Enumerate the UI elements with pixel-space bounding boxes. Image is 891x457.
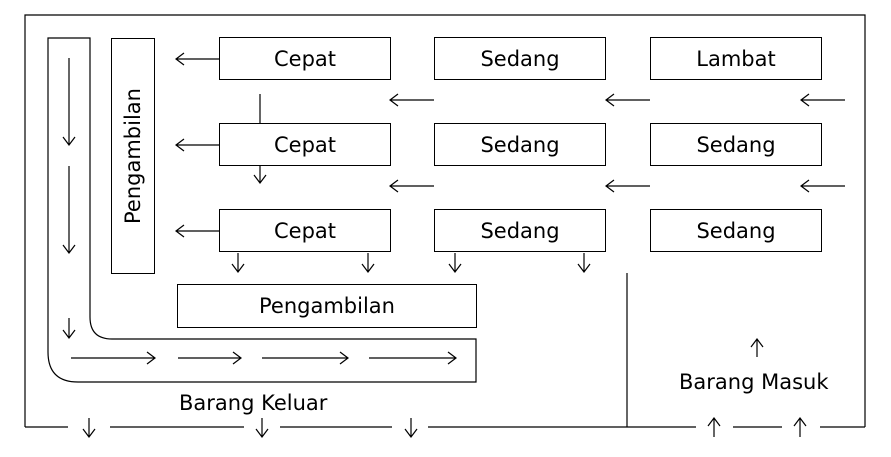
rack-row1-col1: Cepat <box>219 37 391 80</box>
down-arrow-icon <box>255 418 269 438</box>
rack-row1-col2: Sedang <box>434 37 606 80</box>
picking-area-vertical: Pengambilan <box>111 38 155 274</box>
down-arrow-icon <box>404 418 418 438</box>
left-arrow-icon <box>389 179 434 193</box>
down-arrow-icon <box>62 58 76 146</box>
left-arrow-icon <box>389 93 434 107</box>
picking-area-vertical-label: Pengambilan <box>121 88 146 224</box>
up-arrow-icon <box>793 417 807 437</box>
right-arrow-icon <box>262 351 349 365</box>
rack-row1-col3: Lambat <box>650 37 822 80</box>
left-arrow-icon <box>605 93 650 107</box>
down-arrow-icon <box>231 253 245 273</box>
rack-row3-col1: Cepat <box>219 209 391 252</box>
left-arrow-icon <box>800 93 845 107</box>
up-arrow-icon <box>707 417 721 437</box>
left-arrow-icon <box>175 224 219 238</box>
rack-row2-col3: Sedang <box>650 123 822 166</box>
rack-label: Cepat <box>273 132 336 157</box>
rack-label: Cepat <box>273 46 336 71</box>
outbound-conveyor <box>47 37 477 383</box>
rack-label: Cepat <box>273 218 336 243</box>
left-arrow-icon <box>800 179 845 193</box>
rack-row3-col3: Sedang <box>650 209 822 252</box>
down-arrow-icon <box>361 253 375 273</box>
down-arrow-icon <box>82 418 96 438</box>
rack-label: Sedang <box>480 132 560 157</box>
inbound-label: Barang Masuk <box>679 370 829 394</box>
rack-label: Lambat <box>696 46 776 71</box>
right-arrow-icon <box>178 351 242 365</box>
left-arrow-icon <box>175 52 219 66</box>
rack-label: Sedang <box>480 218 560 243</box>
right-arrow-icon <box>369 351 457 365</box>
rack-row3-col2: Sedang <box>434 209 606 252</box>
rack-label: Sedang <box>696 218 776 243</box>
flow-arrows <box>62 52 845 438</box>
picking-area-horizontal: Pengambilan <box>177 284 477 328</box>
down-arrow-icon <box>448 253 462 273</box>
picking-area-horizontal-label: Pengambilan <box>259 294 395 318</box>
up-arrow-icon <box>750 338 764 357</box>
right-arrow-icon <box>71 351 156 365</box>
left-arrow-icon <box>175 138 219 152</box>
rack-label: Sedang <box>480 46 560 71</box>
building-outline <box>24 14 866 427</box>
rack-row2-col1: Cepat <box>219 123 391 166</box>
down-arrow-icon <box>577 253 591 273</box>
rack-label: Sedang <box>696 132 776 157</box>
rack-row2-col2: Sedang <box>434 123 606 166</box>
left-arrow-icon <box>605 179 650 193</box>
down-arrow-icon <box>62 318 76 339</box>
outbound-label: Barang Keluar <box>179 391 328 415</box>
down-arrow-icon <box>62 166 76 254</box>
